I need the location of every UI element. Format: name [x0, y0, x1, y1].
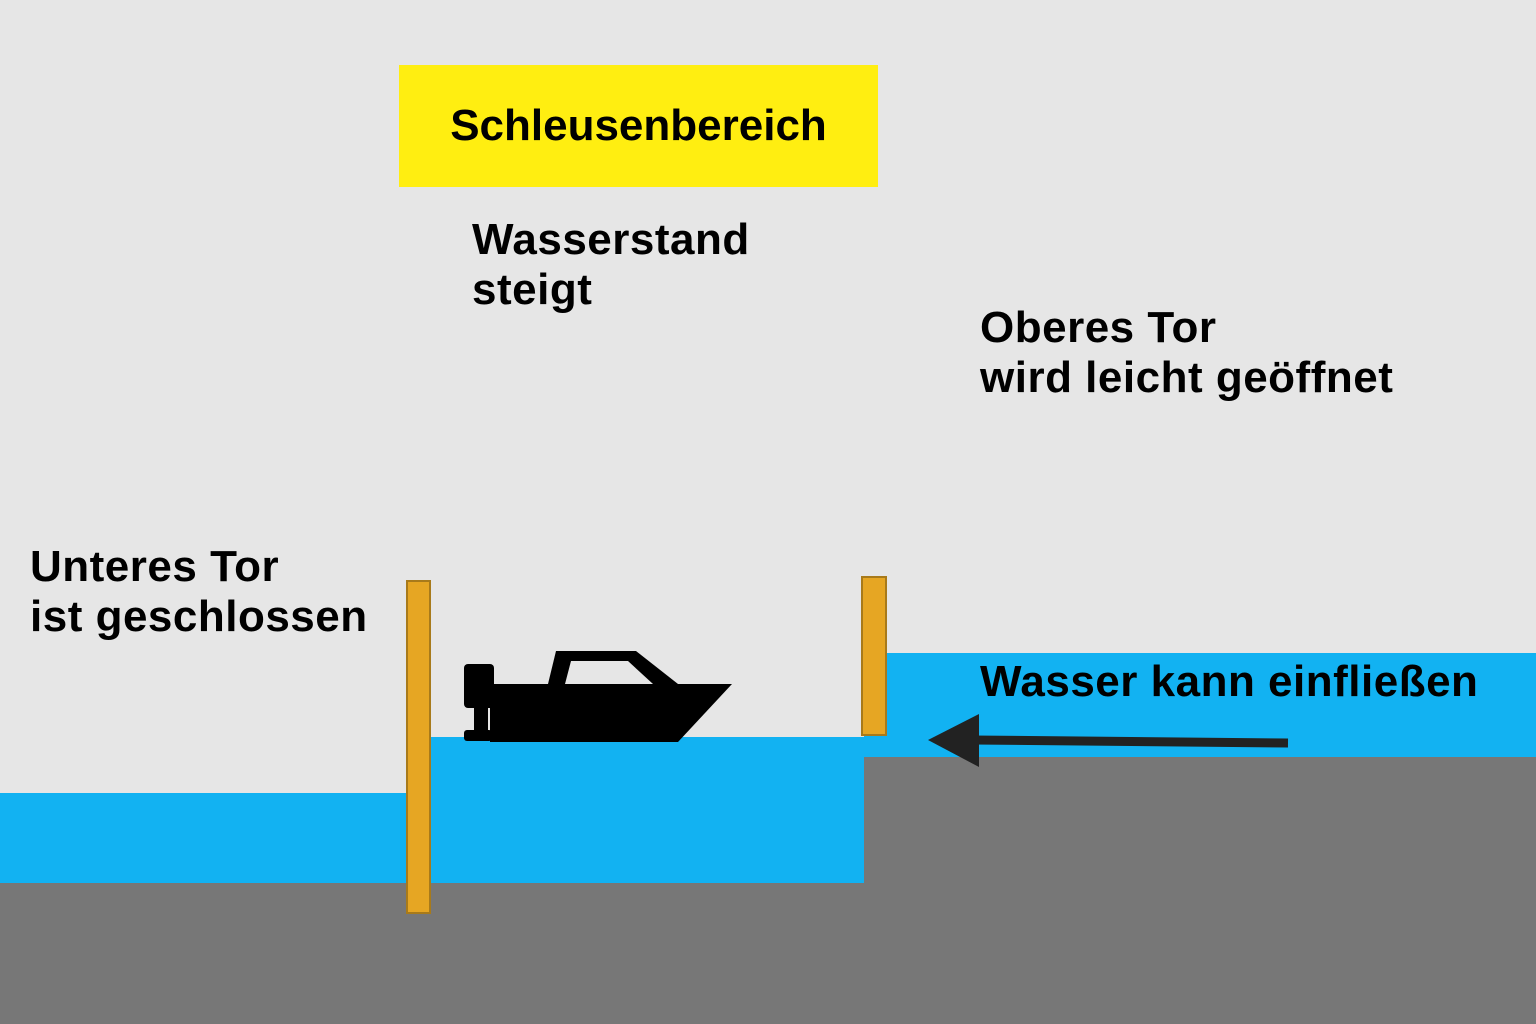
arrow-left-icon — [928, 714, 1289, 767]
lower-gate — [406, 580, 431, 914]
water-level-label: Wasserstand steigt — [472, 215, 750, 314]
upper-gate — [861, 576, 887, 736]
lower-gate-label: Unteres Tor ist geschlossen — [30, 542, 368, 641]
upper-gate-label: Oberes Tor wird leicht geöffnet — [980, 303, 1394, 402]
ground — [0, 757, 1536, 1024]
water-lock-chamber — [412, 737, 866, 883]
inflow-label: Wasser kann einfließen — [980, 657, 1479, 706]
water-lower-canal — [0, 793, 412, 883]
lock-area-title: Schleusenbereich — [399, 65, 878, 187]
motorboat-icon — [464, 651, 732, 742]
